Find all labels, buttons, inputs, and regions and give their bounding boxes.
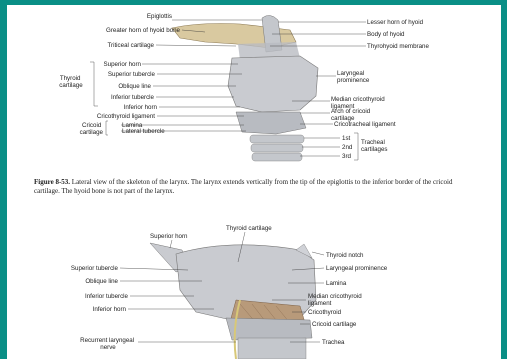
median-cricothyroid-line-1: Median cricothyroid: [331, 96, 385, 103]
thyroid-cartilage-shape: [228, 56, 318, 112]
caption-text: Lateral view of the skeleton of the lary…: [34, 178, 452, 195]
arch-line-1: Arch of cricoid: [331, 108, 371, 115]
figure-2-larynx-detail: Superior horn Thyroid cartilage Thyroid …: [71, 225, 388, 359]
tracheal-ring-2: [251, 144, 303, 152]
tracheal-line-2: cartilages: [361, 146, 387, 153]
label-epiglottis: Epiglottis: [147, 13, 172, 20]
recurrent-line-1: Recurrent laryngeal: [80, 337, 134, 344]
cricoid-group-line-2: cartilage: [80, 129, 104, 136]
label-laryngeal-prominence: Laryngeal prominence: [337, 70, 370, 84]
label-superior-tubercle-2: Superior tubercle: [71, 265, 119, 272]
trachea-shape: [238, 338, 306, 359]
label-superior-horn-2: Superior horn: [150, 233, 188, 240]
label-superior-horn: Superior horn: [104, 61, 142, 68]
label-lamina-2: Lamina: [326, 280, 347, 287]
label-lesser-horn: Lesser horn of hyoid: [367, 19, 424, 26]
label-triticeal: Triticeal cartilage: [107, 42, 154, 49]
label-cricothyroid-ligament: Cricothyroid ligament: [97, 113, 155, 120]
label-tracheal-cartilages: Tracheal cartilages: [361, 139, 387, 153]
label-2nd: 2nd: [342, 144, 353, 151]
tracheal-ring-1: [250, 135, 304, 143]
label-3rd: 3rd: [342, 153, 352, 160]
label-1st: 1st: [342, 135, 351, 142]
cricoid-cartilage-shape: [236, 112, 306, 134]
median-cricothyroid-2-line-2: ligament: [308, 300, 332, 307]
label-inferior-tubercle: Inferior tubercle: [111, 94, 155, 101]
label-cricothyroid-2: Cricothyroid: [308, 309, 342, 316]
label-oblique-line: Oblique line: [118, 83, 151, 90]
cricoid-bracket: [106, 121, 108, 135]
recurrent-line-2: nerve: [100, 344, 116, 351]
label-cricoid-cartilage-2: Cricoid cartilage: [312, 321, 357, 328]
median-cricothyroid-2-line-1: Median cricothyroid: [308, 293, 362, 300]
label-median-cricothyroid-2: Median cricothyroid ligament: [308, 293, 363, 307]
tracheal-ring-3: [252, 153, 302, 161]
label-inferior-tubercle-2: Inferior tubercle: [85, 293, 129, 300]
label-greater-horn: Greater horn of hyoid bone: [106, 27, 181, 34]
laryngeal-prominence-line-2: prominence: [337, 77, 370, 84]
figure-1-lateral-larynx: Epiglottis Greater horn of hyoid bone Tr…: [59, 13, 429, 161]
cricoid-cartilage-shape-2: [226, 318, 312, 340]
laryngeal-prominence-line-1: Laryngeal: [337, 70, 364, 77]
label-thyroid-notch: Thyroid notch: [326, 252, 364, 259]
label-cricotracheal: Cricotracheal ligament: [334, 121, 396, 128]
label-inferior-horn: Inferior horn: [124, 104, 158, 111]
tracheal-line-1: Tracheal: [361, 139, 385, 146]
label-body-of-hyoid: Body of hyoid: [367, 31, 405, 38]
label-thyrohyoid-membrane: Thyrohyoid membrane: [367, 43, 429, 50]
label-thyroid-cartilage-2: Thyroid cartilage: [226, 225, 272, 232]
thyroid-group-line-1: Thyroid: [60, 75, 81, 82]
label-recurrent-laryngeal: Recurrent laryngeal nerve: [80, 337, 136, 351]
label-lateral-tubercle: Lateral tubercle: [122, 128, 165, 135]
label-thyroid-cartilage-group: Thyroid cartilage: [59, 75, 83, 89]
cricoid-group-line-1: Cricoid: [82, 122, 102, 129]
label-cricoid-cartilage-group: Cricoid cartilage: [80, 122, 104, 136]
caption-figure-number: Figure 8-53.: [34, 178, 70, 186]
label-trachea-2: Trachea: [322, 339, 345, 346]
thyroid-group-line-2: cartilage: [59, 82, 83, 89]
label-inferior-horn-2: Inferior horn: [93, 306, 127, 313]
label-laryngeal-prominence-2: Laryngeal prominence: [326, 265, 388, 272]
figure-1-caption: Figure 8-53. Lateral view of the skeleto…: [34, 178, 474, 196]
label-superior-tubercle: Superior tubercle: [108, 71, 156, 78]
label-arch-of-cricoid: Arch of cricoid cartilage: [331, 108, 372, 122]
label-oblique-line-2: Oblique line: [85, 278, 118, 285]
